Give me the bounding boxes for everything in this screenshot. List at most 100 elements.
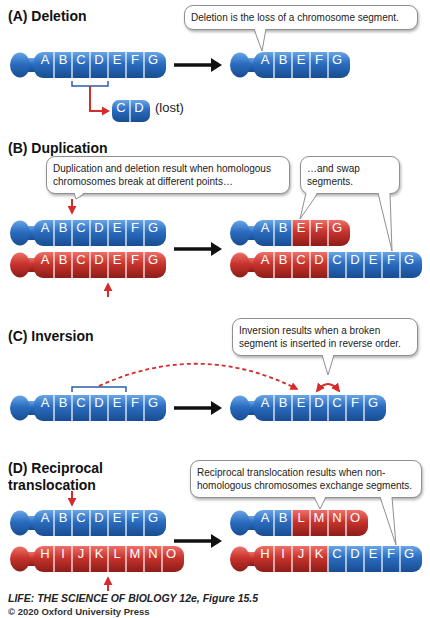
segment-divider <box>309 546 310 572</box>
segment <box>144 546 163 572</box>
segment <box>108 510 127 536</box>
segment-letter: F <box>126 395 144 421</box>
chromosome: HIJKLMNO <box>10 546 184 572</box>
segment <box>310 52 329 78</box>
arrowhead <box>211 534 222 548</box>
callout-bubble: Deletion is the loss of a chromosome seg… <box>184 5 418 30</box>
segment-divider <box>143 220 144 246</box>
segment-divider <box>363 252 364 278</box>
segment-divider <box>327 510 328 536</box>
segment-divider <box>161 546 162 572</box>
panel-heading: (C) Inversion <box>8 328 168 344</box>
segment-letter: C <box>292 252 310 278</box>
segment <box>254 52 275 78</box>
callout-text: Deletion is the loss of a chromosome seg… <box>191 11 411 24</box>
segment-divider <box>381 546 382 572</box>
segment-letter: B <box>54 395 72 421</box>
segment-letter: B <box>274 252 292 278</box>
segment <box>328 220 350 246</box>
segment-divider <box>143 510 144 536</box>
segment-letter: D <box>90 52 108 78</box>
segment-letter: E <box>108 510 126 536</box>
segment-divider <box>125 510 126 536</box>
segments <box>34 220 166 246</box>
segment-divider <box>309 395 310 421</box>
chromosome: ABCDEFG <box>10 52 166 78</box>
chromosome: ABCDEFG <box>10 510 166 536</box>
segment-divider <box>345 510 346 536</box>
segment <box>292 220 311 246</box>
segment-divider <box>125 252 126 278</box>
segment-letter: C <box>328 546 346 572</box>
fragment-label: (lost) <box>155 100 184 122</box>
segment-letter: G <box>144 252 162 278</box>
connector-line <box>174 406 212 410</box>
segment-letter: C <box>72 252 90 278</box>
segment-letter: J <box>72 546 90 572</box>
break-point-arrow <box>71 199 73 213</box>
segment-letter: A <box>36 252 54 278</box>
segment-letter: F <box>310 220 328 246</box>
segment <box>72 546 91 572</box>
segment <box>310 395 329 421</box>
chromosome: ABEFG <box>230 52 350 78</box>
callout-tail <box>254 27 266 51</box>
segment-divider <box>89 220 90 246</box>
chromosome: HIJKCDEFG <box>230 546 422 572</box>
chromosome-body <box>10 510 166 536</box>
segment <box>72 52 91 78</box>
segment-letter: B <box>274 52 292 78</box>
segment <box>254 220 275 246</box>
callout-tail <box>322 353 334 375</box>
arrowhead <box>211 401 222 415</box>
segment-divider <box>125 220 126 246</box>
segments <box>34 252 166 278</box>
chromosome-body <box>10 52 166 78</box>
chromosome: ABLMNO <box>230 510 368 536</box>
segment-letter: G <box>328 220 346 246</box>
callout-tail-outline <box>322 355 334 375</box>
segment <box>108 52 127 78</box>
segments <box>254 52 350 78</box>
segment-divider <box>399 546 400 572</box>
segment-letter: B <box>54 52 72 78</box>
chromosome-knob <box>230 511 250 536</box>
callout-bubble: Inversion results when a broken segment … <box>232 318 418 356</box>
segment-letter: K <box>310 546 328 572</box>
segment <box>90 52 109 78</box>
segment <box>328 252 347 278</box>
segment <box>364 546 383 572</box>
segment-letter: F <box>346 395 364 421</box>
segment <box>310 220 329 246</box>
segment-letter: A <box>36 395 54 421</box>
callout-tail <box>74 191 86 199</box>
segment-divider <box>327 546 328 572</box>
segment-letter: C <box>72 510 90 536</box>
segment-divider <box>273 220 274 246</box>
connector-line <box>174 247 212 251</box>
segment-letter: C <box>72 52 90 78</box>
segment <box>34 510 55 536</box>
segment-divider <box>291 395 292 421</box>
segment-divider <box>327 252 328 278</box>
segments <box>254 220 350 246</box>
segment-divider <box>143 252 144 278</box>
chromosome-body <box>10 252 166 278</box>
segments <box>254 546 422 572</box>
segment-divider <box>309 52 310 78</box>
segment-letter: G <box>144 220 162 246</box>
segment-divider <box>89 395 90 421</box>
segment-letter: B <box>274 395 292 421</box>
segment <box>292 252 311 278</box>
segment <box>310 252 329 278</box>
chromosome-knob <box>230 253 250 278</box>
segment <box>328 546 347 572</box>
segment-letter: B <box>274 220 292 246</box>
segment-letter: H <box>36 546 54 572</box>
segment-letter: E <box>292 52 310 78</box>
segment <box>346 510 368 536</box>
chromosome-knob <box>10 547 30 572</box>
segments <box>34 52 166 78</box>
